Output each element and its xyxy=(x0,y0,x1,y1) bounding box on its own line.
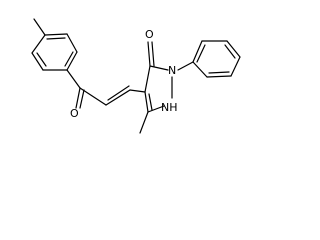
tolyl-ring xyxy=(31,18,78,71)
bond-phenyl-6 xyxy=(192,61,208,78)
bond-carbonyl-oxygen-double xyxy=(79,89,85,109)
pyrazolone-oxygen-label: O xyxy=(145,28,154,41)
bond-phenyl-1 xyxy=(192,40,203,63)
bond-alkene-ring xyxy=(129,89,146,93)
bond-tolyl-carbonyl xyxy=(66,69,81,89)
bond-carbonyl-alkene xyxy=(79,87,107,106)
bond-tolyl-3 xyxy=(66,51,78,71)
bond-tolyl-5-inner xyxy=(36,52,47,67)
bond-n1-phenyl xyxy=(177,61,194,71)
bond-n2-c3 xyxy=(147,105,165,113)
ring-nitrogen-label: N xyxy=(168,64,176,77)
bond-tolyl-6 xyxy=(31,34,46,54)
bond-tolyl-3-inner xyxy=(64,51,74,67)
bond-phenyl-4 xyxy=(230,56,241,77)
bond-tolyl-1-inner xyxy=(46,37,66,40)
bond-phenyl-1-inner xyxy=(196,44,206,63)
bond-alkene xyxy=(105,89,131,106)
chemical-structure-diagram: O O N NH xyxy=(31,18,241,134)
molecule-drawing: O O N NH xyxy=(31,18,241,134)
ring-nh-label: NH xyxy=(161,101,178,114)
bond-phenyl-3 xyxy=(226,40,241,58)
bond-c5-n1 xyxy=(149,65,169,71)
bond-c3-c4-double xyxy=(148,93,153,111)
bond-alkene-double xyxy=(107,85,130,101)
bond-methyl-tolyl xyxy=(33,18,46,36)
bond-c3-methyl xyxy=(139,111,149,134)
phenyl-ring xyxy=(177,40,241,78)
enone-chain xyxy=(66,69,146,109)
bond-phenyl-5 xyxy=(206,75,232,78)
ketone-oxygen-label: O xyxy=(70,107,79,120)
bond-tolyl-5 xyxy=(31,52,44,71)
bond-c5-oxygen-double xyxy=(151,41,155,67)
bond-c4-c5 xyxy=(144,65,151,93)
bond-phenyl-3-inner xyxy=(224,44,236,59)
bond-carbonyl-oxygen xyxy=(75,87,81,109)
bond-tolyl-2 xyxy=(66,33,78,53)
bond-c5-oxygen xyxy=(147,41,151,67)
bond-c3-c4 xyxy=(144,91,149,113)
bond-tolyl-1 xyxy=(44,33,68,36)
pyrazolone-ring xyxy=(139,41,173,134)
bond-phenyl-5-inner xyxy=(208,71,230,74)
